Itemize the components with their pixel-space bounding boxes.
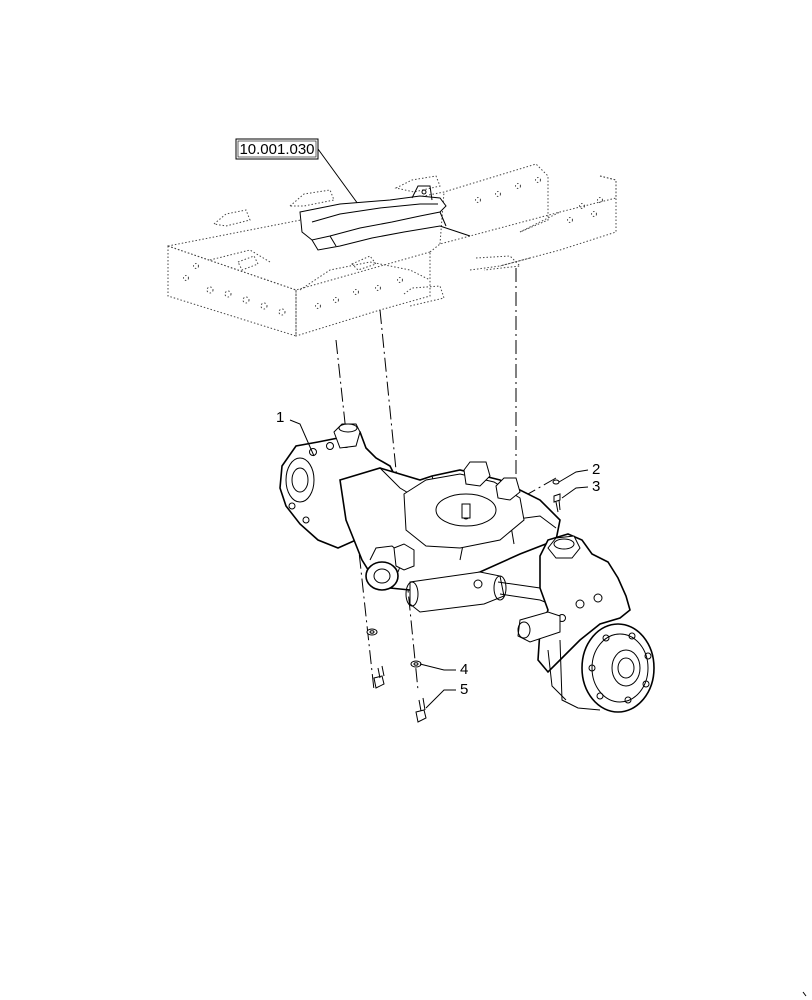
reference-leader-line [317, 148, 359, 205]
callout-3[interactable]: 3 [561, 478, 600, 499]
front-axle-assembly[interactable] [279, 423, 655, 713]
callout-4[interactable]: 4 [419, 661, 468, 678]
callout-3-label: 3 [592, 478, 600, 495]
axle-support-bracket [299, 185, 471, 251]
chassis-frame-phantom [167, 163, 617, 337]
callout-2[interactable]: 2 [558, 461, 600, 483]
reference-label-text: 10.001.030 [239, 141, 314, 158]
callout-1-label: 1 [276, 409, 284, 426]
callout-1[interactable]: 1 [276, 409, 315, 457]
reference-label-10-001-030[interactable]: 10.001.030 [235, 138, 319, 160]
bolt-left[interactable] [373, 665, 385, 689]
bolt-item-3[interactable] [553, 493, 561, 513]
callout-2-label: 2 [592, 461, 600, 478]
washer-item-2[interactable] [552, 479, 560, 485]
washer-item-4[interactable] [410, 660, 422, 668]
washer-left[interactable] [366, 628, 378, 636]
alignment-line-bolt-4 [379, 309, 419, 691]
bolt-item-5[interactable] [415, 697, 427, 723]
callout-5[interactable]: 5 [425, 681, 468, 709]
callout-4-label: 4 [460, 661, 468, 678]
corner-mark [802, 991, 807, 997]
callout-5-label: 5 [460, 681, 468, 698]
